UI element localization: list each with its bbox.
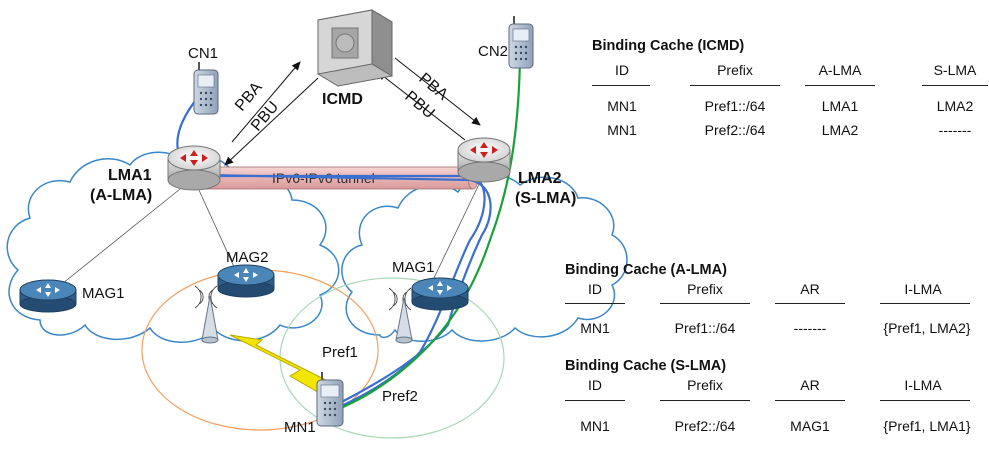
bc-icmd-title: Binding Cache (ICMD) <box>592 38 745 54</box>
lma1-label-line2: (A-LMA) <box>90 187 152 204</box>
lma2-label-line1: LMA2 <box>518 170 562 187</box>
mag1-left-router-icon <box>19 279 77 313</box>
link-lma1-mag2 <box>197 187 241 281</box>
bc-icmd-header-id: ID <box>615 62 629 78</box>
bc-icmd-r1-prefix: Pref2::/64 <box>704 122 766 138</box>
cn1-phone-icon <box>193 62 219 115</box>
mag2-router-icon <box>217 264 275 298</box>
bc-icmd-header-alma: A-LMA <box>818 62 862 78</box>
cn2-phone-icon <box>508 16 534 69</box>
cn1-label: CN1 <box>188 45 218 62</box>
lma2-label-line2: (S-LMA) <box>515 190 576 207</box>
bc-icmd-r1-id: MN1 <box>607 122 637 138</box>
mag1-right-router-icon <box>411 277 469 311</box>
bc-icmd-r1-slma: ------- <box>938 122 972 138</box>
bc-alma-header-prefix: Prefix <box>687 281 723 297</box>
access-point-left-icon <box>194 285 219 344</box>
icmd-server-icon <box>317 9 393 87</box>
bc-alma-r0-ilma: {Pref1, LMA2} <box>883 320 971 336</box>
pref1-label: Pref1 <box>322 344 358 361</box>
bc-alma-header-ilma: I-LMA <box>904 281 942 297</box>
arrow-pba-right <box>394 57 481 126</box>
lma1-label-line1: LMA1 <box>108 167 152 184</box>
bc-icmd-r0-slma: LMA2 <box>936 98 974 114</box>
bc-slma-r0-ar: MAG1 <box>790 418 830 434</box>
bc-slma-rule <box>775 400 845 401</box>
bc-slma-rule <box>565 400 625 401</box>
bc-alma-header-id: ID <box>588 281 602 297</box>
bc-alma-rule <box>880 303 970 304</box>
bc-slma-header-prefix: Prefix <box>687 377 723 393</box>
cn2-label: CN2 <box>478 43 508 60</box>
access-point-right-icon <box>388 287 413 344</box>
bc-slma-r0-prefix: Pref2::/64 <box>674 418 736 434</box>
bc-alma-r0-id: MN1 <box>580 320 610 336</box>
green-data-path <box>331 59 522 414</box>
bc-alma-title: Binding Cache (A-LMA) <box>565 262 727 278</box>
bc-icmd-r0-alma: LMA1 <box>821 98 859 114</box>
icmd-label: ICMD <box>322 91 363 108</box>
arrow-pbu-right <box>377 71 466 141</box>
mn1-label: MN1 <box>284 419 316 436</box>
arrow-pba-left <box>231 61 301 143</box>
mag1-left-label: MAG1 <box>82 285 125 302</box>
bc-icmd-r0-id: MN1 <box>607 98 637 114</box>
bc-slma-title: Binding Cache (S-LMA) <box>565 358 727 374</box>
bc-icmd-rule <box>805 85 875 86</box>
bc-icmd-r1-alma: LMA2 <box>821 122 859 138</box>
bc-alma-r0-ar: ------- <box>793 320 827 336</box>
bc-slma-rule <box>880 400 970 401</box>
bc-alma-header-ar: AR <box>800 281 820 297</box>
bc-slma-r0-id: MN1 <box>580 418 610 434</box>
bc-icmd-rule <box>592 85 650 86</box>
lma1-router-icon <box>167 145 221 191</box>
bc-slma-header-ilma: I-LMA <box>904 377 942 393</box>
link-lma2-mag1 <box>431 177 483 283</box>
bc-alma-rule <box>565 303 625 304</box>
bc-alma-r0-prefix: Pref1::/64 <box>674 320 736 336</box>
bc-slma-rule <box>660 400 750 401</box>
bc-icmd-rule <box>922 85 988 86</box>
bc-icmd-rule <box>690 85 780 86</box>
bc-slma-r0-ilma: {Pref1, LMA1} <box>883 418 971 434</box>
lma2-router-icon <box>457 137 511 183</box>
bc-icmd-r0-prefix: Pref1::/64 <box>704 98 766 114</box>
mag1-right-label: MAG1 <box>392 259 435 276</box>
bc-alma-rule <box>660 303 750 304</box>
bc-icmd-header-prefix: Prefix <box>717 62 753 78</box>
arrow-pbu-left <box>224 77 319 166</box>
link-lma1-mag1 <box>51 184 186 293</box>
bc-alma-rule <box>775 303 845 304</box>
bc-icmd-header-slma: S-LMA <box>933 62 977 78</box>
bc-slma-header-ar: AR <box>800 377 820 393</box>
pref2-label: Pref2 <box>382 388 418 405</box>
mn1-phone-icon <box>316 372 344 427</box>
bc-slma-header-id: ID <box>588 377 602 393</box>
mag2-label: MAG2 <box>226 249 269 266</box>
